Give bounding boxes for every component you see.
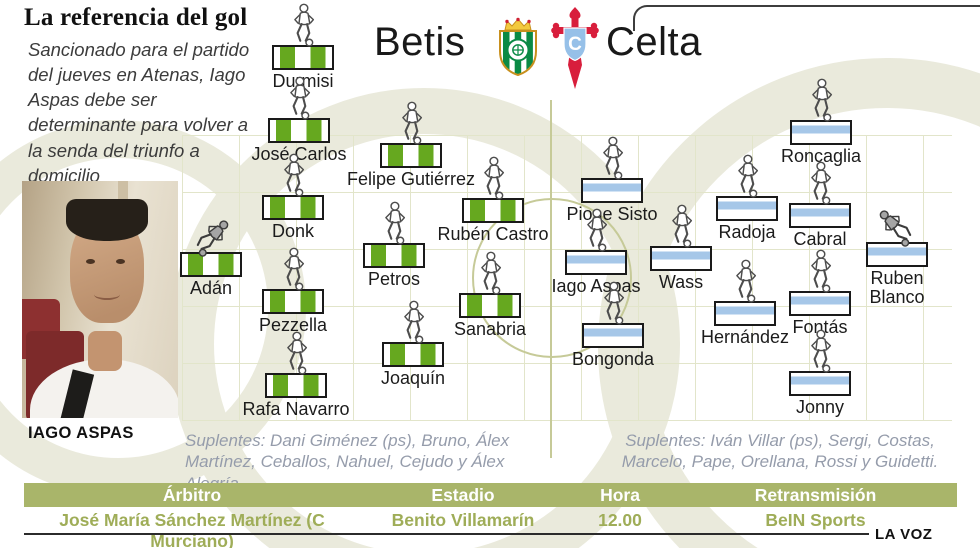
photo-caption: IAGO ASPAS: [28, 424, 134, 442]
away-team-name: Celta: [606, 20, 702, 64]
photo-eye: [86, 259, 95, 264]
photo-mouth: [94, 289, 120, 300]
details-value-row: José María Sánchez Martínez (C Murciano)…: [24, 508, 957, 548]
details-header-0: Árbitro: [162, 484, 222, 505]
details-header-2: Hora: [600, 484, 640, 505]
photo-hair: [66, 199, 148, 241]
details-value-2: 12.00: [598, 510, 642, 530]
details-value-3: BeIN Sports: [765, 510, 866, 530]
details-header-3: Retransmisión: [754, 484, 877, 505]
betis-jersey-badge: [272, 45, 334, 70]
photo-neck: [88, 331, 122, 371]
credit: LA VOZ: [875, 526, 933, 543]
details-value-1: Benito Villamarín: [391, 510, 535, 530]
home-team-name: Betis: [374, 20, 466, 64]
svg-text:C: C: [568, 34, 582, 55]
page-title: La referencia del gol: [24, 4, 248, 31]
details-header-row: Árbitro Estadio Hora Retransmisión: [24, 483, 957, 507]
top-right-divider: [633, 5, 980, 31]
celta-crest-icon: C: [551, 7, 599, 89]
pitch-center-circle: [472, 198, 632, 358]
details-header-1: Estadio: [431, 484, 495, 505]
footer-rule: [24, 533, 869, 535]
celta-substitutes: Suplentes: Iván Villar (ps), Sergi, Cost…: [621, 431, 939, 472]
betis-substitutes: Suplentes: Dani Giménez (ps), Bruno, Ále…: [185, 431, 510, 493]
details-value-0: José María Sánchez Martínez (C Murciano): [59, 510, 325, 548]
photo-eye: [116, 259, 125, 264]
intro-text: Sancionado para el partido del jueves en…: [28, 39, 250, 186]
iago-aspas-photo: [22, 181, 178, 418]
betis-crest-icon: [499, 17, 537, 77]
